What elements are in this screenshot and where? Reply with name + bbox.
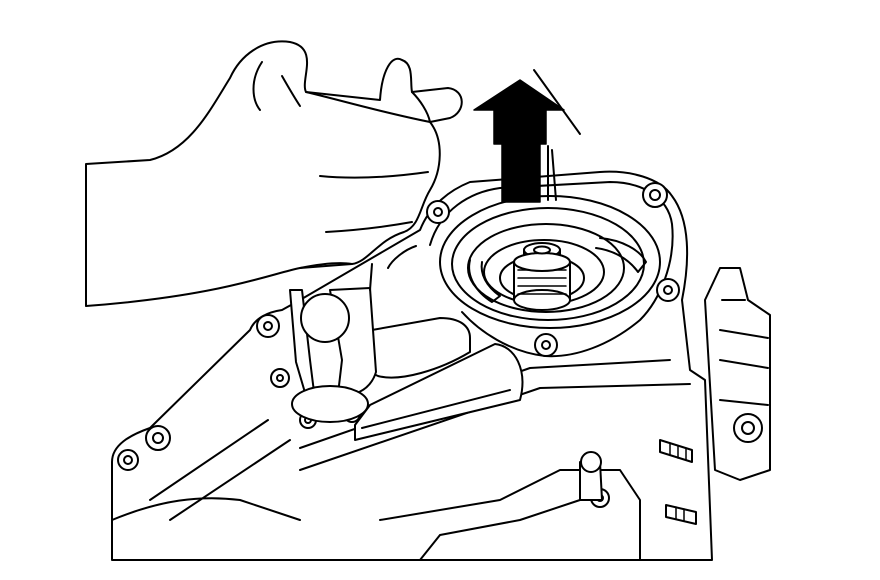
pump-slot-left: [468, 259, 501, 303]
bolt-hole-near-tool: [270, 368, 290, 388]
hand-finger-lines: [252, 61, 431, 269]
bolt-hole-far-left: [117, 449, 139, 471]
hand-thumb: [281, 75, 301, 107]
case-lower-panel-2: [419, 499, 581, 561]
hand-knuckles: [369, 245, 417, 291]
pump-assembly: [439, 195, 661, 329]
right-bracket-ribs: [719, 299, 769, 406]
bolt-hole-bottom: [534, 333, 558, 357]
tool-seat: [291, 385, 369, 423]
tool-pivot: [300, 293, 350, 343]
stud-upper: [659, 439, 693, 463]
bolt-hole-top-right: [642, 182, 668, 208]
stud-lower: [665, 504, 697, 525]
right-boss: [733, 413, 763, 443]
pump-slot-right: [595, 237, 647, 273]
bolt-hole-left-upper: [256, 314, 280, 338]
case-right-details: [579, 267, 771, 525]
bolt-hole-top-left: [426, 200, 450, 224]
arrow-up-icon: [473, 79, 565, 203]
bolt-hole-right: [656, 278, 680, 302]
input-shaft: [513, 242, 571, 311]
puller-tool: [289, 287, 377, 423]
hand: [85, 40, 463, 307]
bolt-hole-left-lower: [145, 425, 171, 451]
lift-arrow: [473, 69, 581, 203]
motion-line-1: [533, 69, 581, 135]
case-rib-left: [149, 419, 291, 521]
case-step-lower: [299, 383, 691, 471]
case-saddle-inner: [361, 389, 511, 429]
case-saddle: [354, 343, 524, 441]
case-bottom-edge: [111, 497, 301, 521]
motion-line-2: [551, 149, 557, 201]
small-knob: [579, 451, 603, 501]
pump-ring-3: [467, 223, 625, 313]
